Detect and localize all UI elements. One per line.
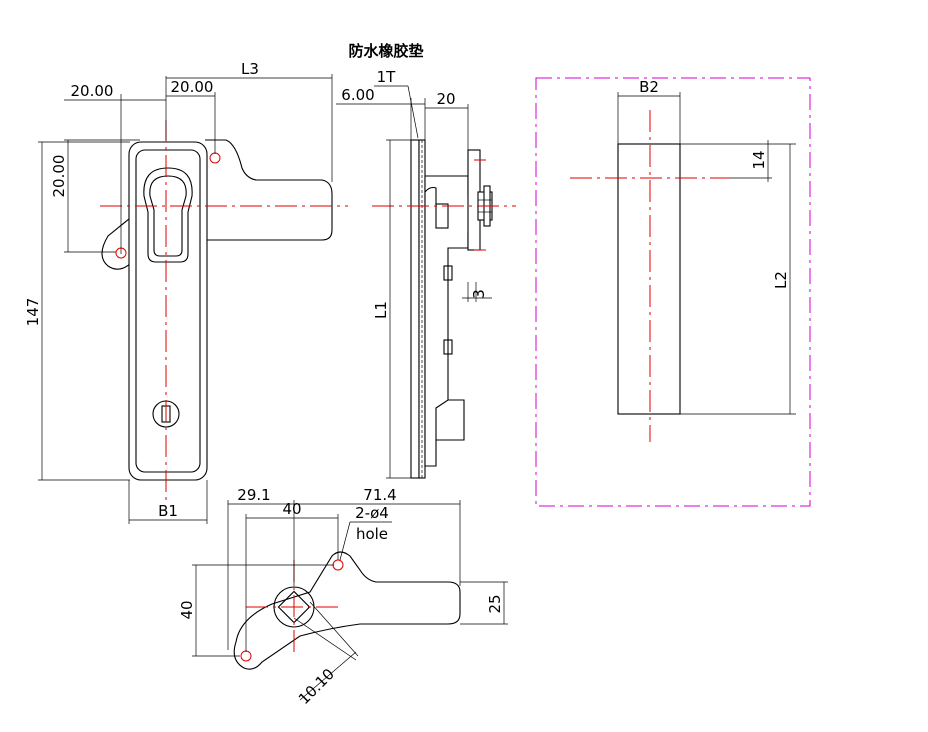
front-lever-outline (205, 139, 333, 241)
cam-view: 29.1 71.4 40 2-ø4 hole 40 25 (178, 486, 508, 708)
dim-cam-left: 29.1 (237, 486, 270, 504)
dim-side-length: L1 (372, 301, 390, 319)
dim-front-reach: L3 (241, 60, 259, 78)
dim-cam-holes: 2-ø4 (355, 504, 389, 522)
side-view: 1T 6.00 20 L1 3 (336, 68, 516, 479)
dim-cam-span: 71.4 (363, 486, 396, 504)
side-cam-block (435, 203, 449, 229)
front-body (128, 141, 208, 481)
cutout-rect (617, 143, 681, 415)
dim-front-vertical-offset: 20.00 (50, 155, 68, 198)
side-gasket (410, 139, 420, 479)
dim-cam-arm-width: 25 (486, 594, 504, 613)
front-pivot-hole (209, 152, 221, 164)
dim-cam-height: 40 (178, 600, 196, 619)
dim-side-slot: 3 (470, 289, 488, 299)
dim-cam-holes-word: hole (356, 525, 388, 543)
cutout-dimensions: B2 14 L2 (617, 78, 796, 415)
panel-cutout-border (535, 77, 811, 507)
dim-side-body-depth: 20 (436, 90, 455, 108)
drawing-title: 防水橡胶垫 (348, 42, 423, 60)
front-body-inner (135, 149, 201, 473)
front-view: 20.00 20.00 L3 20.00 147 B1 (24, 60, 348, 524)
dim-front-height: 147 (24, 298, 42, 327)
dim-side-gasket: 1T (377, 68, 397, 86)
dim-front-pivot-offset: 20.00 (171, 78, 214, 96)
side-dimensions: 1T 6.00 20 L1 3 (336, 68, 492, 479)
front-keyhole (149, 175, 187, 257)
dim-cutout-top: 14 (750, 150, 768, 169)
dim-cutout-length: L2 (772, 271, 790, 289)
side-boss-1 (443, 265, 453, 281)
dim-front-width: B1 (158, 502, 178, 520)
cam-outline (233, 551, 461, 670)
cutout-view: B2 14 L2 (535, 77, 811, 507)
cam-square-hub (277, 590, 311, 624)
side-bottom-clip (435, 399, 465, 441)
dim-front-top-offset: 20.00 (71, 82, 114, 100)
dim-cutout-width: B2 (639, 78, 659, 96)
dim-cam-hole-spacing: 40 (282, 500, 301, 518)
dim-side-plate-depth: 6.00 (341, 86, 374, 104)
front-dimensions: 20.00 20.00 L3 20.00 147 B1 (24, 60, 333, 524)
side-boss-2 (443, 339, 453, 355)
dim-cam-square: 10.10 (295, 665, 338, 708)
front-keyhole-rim (143, 167, 193, 263)
